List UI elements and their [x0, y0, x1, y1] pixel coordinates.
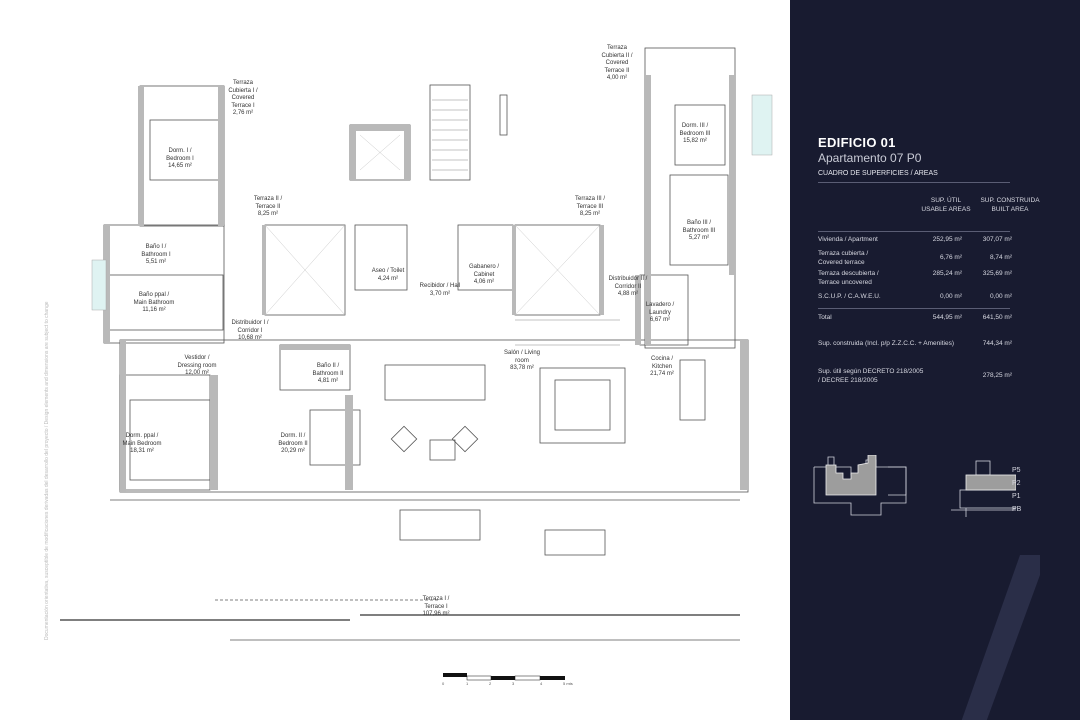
apartment-subtitle: Apartamento 07 P0 — [818, 151, 922, 165]
scale-tick: 0 — [442, 681, 445, 686]
scale-tick: 2 — [489, 681, 492, 686]
scale-tick: 4 — [540, 681, 543, 686]
scale-bar — [443, 673, 565, 681]
building-title: EDIFICIO 01 — [818, 135, 896, 150]
divider — [818, 182, 1010, 183]
scale-tick: 5 mts — [563, 681, 573, 686]
area-panel: EDIFICIO 01 Apartamento 07 P0 CUADRO DE … — [790, 0, 1080, 720]
floor-plan: Documentación orientativa, susceptible d… — [44, 45, 773, 686]
areas-caption: CUADRO DE SUPERFICIES / AREAS — [818, 170, 938, 177]
level-label: P2 — [1012, 480, 1021, 487]
brand-logo-mark — [961, 555, 1040, 720]
key-plan — [813, 455, 1016, 517]
side-disclaimer: Documentación orientativa, susceptible d… — [44, 301, 50, 640]
divider — [818, 308, 1010, 309]
scale-tick: 1 — [466, 681, 469, 686]
level-label: P1 — [1012, 493, 1021, 500]
scale-tick: 3 — [512, 681, 515, 686]
divider — [818, 231, 1010, 232]
floor-plan-drawing — [60, 47, 773, 681]
level-label: PB — [1012, 506, 1022, 513]
level-label: P5 — [1012, 467, 1021, 474]
